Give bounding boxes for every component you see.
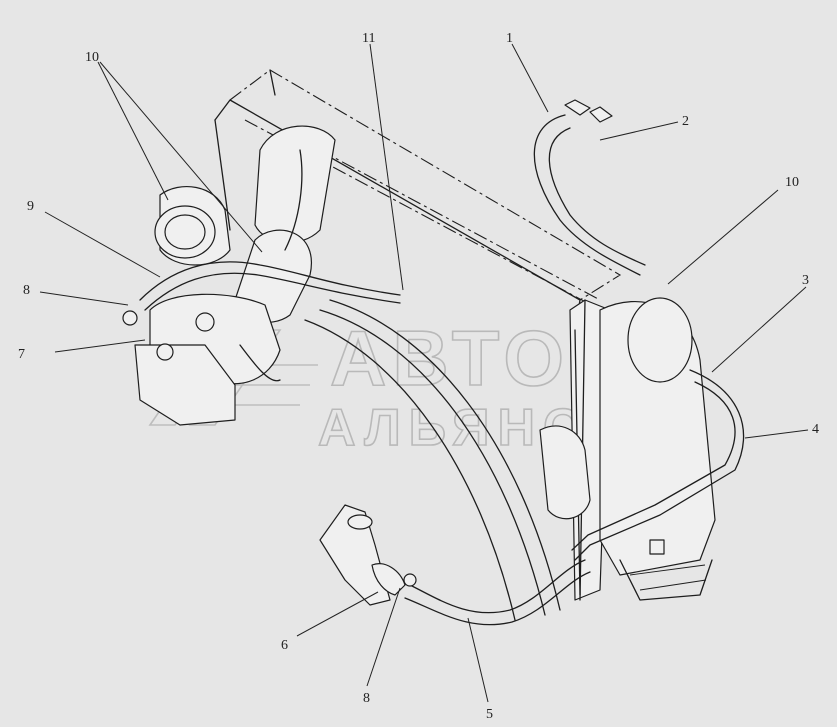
intake-pipes: [154, 125, 336, 323]
watermark-line2: АЛЬЯНС: [318, 399, 589, 457]
lower-reservoir: [122, 293, 281, 426]
drain-valve: [319, 504, 417, 606]
callout-11: 11: [362, 31, 375, 46]
callout-2: 2: [682, 114, 689, 129]
hoses: [139, 99, 745, 626]
watermark-line1: АВТО: [330, 314, 570, 402]
callout-3: 3: [802, 273, 809, 288]
callout-6: 6: [281, 638, 288, 653]
callouts: 1 2 3 4 5 6 7 8 8 9 10 10 11: [18, 31, 819, 722]
callout-10-right: 10: [785, 175, 799, 190]
callout-7: 7: [18, 347, 25, 362]
expansion-tank: [539, 297, 716, 601]
callout-4: 4: [812, 422, 819, 437]
callout-9: 9: [27, 199, 34, 214]
callout-1: 1: [506, 31, 513, 46]
callout-8-lower: 8: [363, 691, 370, 706]
callout-10-left: 10: [85, 50, 99, 65]
leader-lines: [39, 43, 809, 703]
callout-5: 5: [486, 707, 493, 722]
callout-8-upper: 8: [23, 283, 30, 298]
watermark: АВТО АЛЬЯНС: [148, 313, 589, 458]
